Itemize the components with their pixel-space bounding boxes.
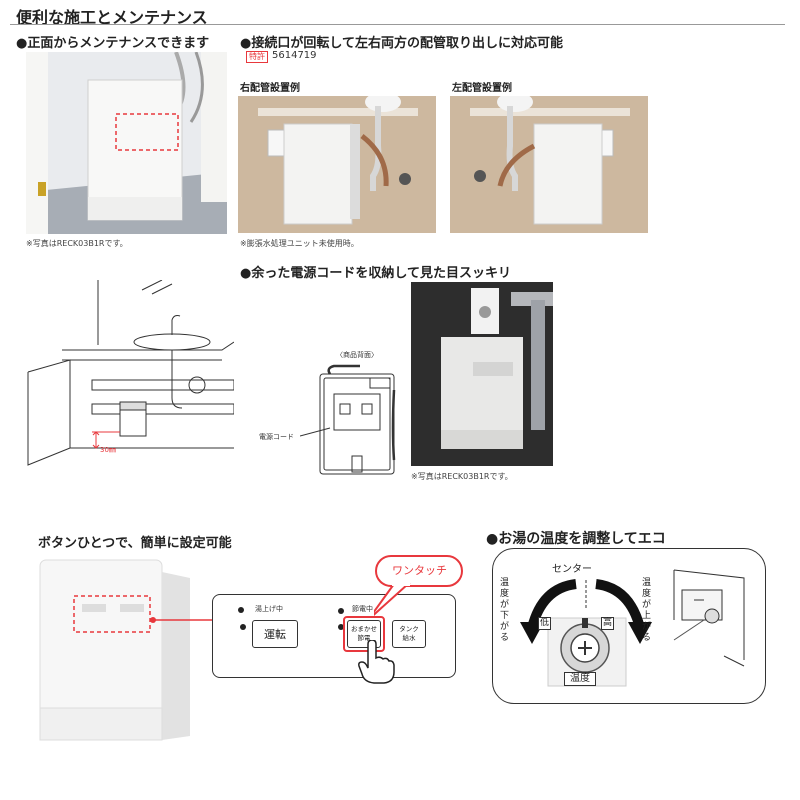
highlight-frame: [343, 616, 385, 652]
front-maintenance-note: ※写真はRECK03B1Rです。: [26, 239, 128, 248]
right-piping-photo: [238, 96, 436, 233]
temp-down-label: 温度が下がる: [500, 578, 510, 643]
tank-drain-line1: タンク: [399, 625, 419, 633]
front-maintenance-photo: [26, 52, 227, 234]
tank-drain-line2: 給水: [402, 634, 416, 642]
left-piping-photo: [450, 96, 648, 233]
saving-lamp: [338, 608, 344, 614]
temperature-title: ●お湯の温度を調整してエコ: [486, 531, 666, 547]
page-title: 便利な施工とメンテナンス: [16, 8, 208, 27]
clearance-label: 30㎜: [100, 446, 116, 454]
heating-lamp-label: 湯上げ中: [255, 605, 283, 613]
one-touch-bubble: [374, 555, 463, 616]
auto-save-button[interactable]: おまかせ 節電: [347, 620, 381, 648]
piping-note: ※膨張水処理ユニット未使用時。: [240, 239, 359, 248]
installation-diagram: [22, 279, 235, 470]
one-button-title: ボタンひとつで、簡単に設定可能: [38, 536, 232, 551]
cord-storage-photo: [411, 282, 553, 466]
run-button[interactable]: 運転: [252, 620, 298, 648]
left-piping-label: 左配管設置例: [452, 83, 512, 94]
auto-save-line1: おまかせ: [351, 625, 377, 633]
auto-lamp: [338, 624, 344, 630]
saving-lamp-label: 節電中: [352, 605, 373, 613]
unit-closeup-diagram: [673, 569, 745, 667]
right-piping-label: 右配管設置例: [240, 83, 300, 94]
callout-line: [150, 617, 218, 623]
power-cord-label: 電源コード: [259, 433, 294, 441]
dial-label: 温度: [564, 672, 596, 686]
center-label: センター: [552, 564, 592, 575]
temp-up-label: 温度が上がる: [642, 578, 652, 643]
cord-storage-title: ●余った電源コードを収納して見た目スッキリ: [240, 266, 511, 281]
product-back-label: 〈商品背面〉: [336, 351, 378, 359]
pointing-hand-icon: [358, 640, 395, 684]
patent-number: 5614719: [272, 50, 317, 61]
header-rule: [10, 24, 785, 25]
patent-badge: 特許: [246, 51, 268, 63]
cord-storage-note: ※写真はRECK03B1Rです。: [411, 472, 513, 481]
low-label: 低: [538, 617, 551, 630]
rotating-connector-title: ●接続口が回転して左右両方の配管取り出しに対応可能: [240, 36, 563, 51]
auto-save-line2: 節電: [357, 634, 371, 642]
heating-lamp: [238, 607, 244, 613]
product-back-diagram: [299, 360, 400, 482]
run-lamp: [240, 624, 246, 630]
one-touch-label: ワンタッチ: [392, 564, 447, 577]
high-label: 高: [601, 617, 614, 630]
tank-drain-button[interactable]: タンク 給水: [392, 620, 426, 648]
water-heater-unit: [38, 558, 193, 743]
front-maintenance-title: ●正面からメンテナンスできます: [16, 36, 210, 51]
